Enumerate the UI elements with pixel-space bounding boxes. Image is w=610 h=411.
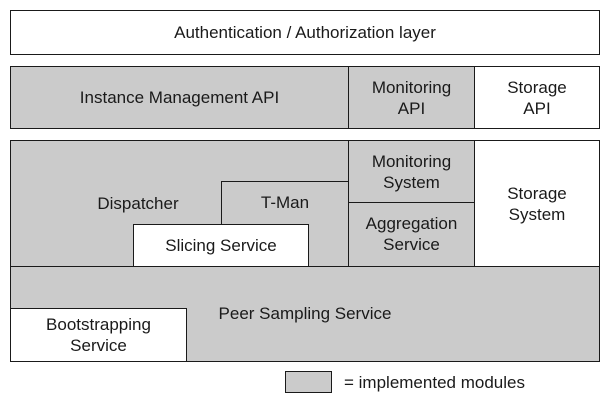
aggregation-service-box: Aggregation Service xyxy=(347,201,476,267)
storage-system-label: Storage System xyxy=(507,183,567,224)
peer-sampling-service-label: Peer Sampling Service xyxy=(218,304,392,323)
legend-label: = implemented modules xyxy=(344,373,525,392)
monitoring-system-box: Monitoring System xyxy=(347,140,476,203)
storage-api-label: Storage API xyxy=(507,77,567,118)
bootstrapping-service-box: Bootstrapping Service xyxy=(10,308,187,362)
legend-swatch xyxy=(285,371,332,393)
monitoring-system-label: Monitoring System xyxy=(371,151,452,192)
slicing-service-box: Slicing Service xyxy=(133,224,309,267)
instance-management-api-label: Instance Management API xyxy=(79,88,280,107)
bootstrapping-service-label: Bootstrapping Service xyxy=(46,314,151,355)
aggregation-service-label: Aggregation Service xyxy=(365,214,458,255)
instance-management-api-box: Instance Management API xyxy=(10,66,349,129)
auth-layer-label: Authentication / Authorization layer xyxy=(174,23,436,42)
auth-layer-box: Authentication / Authorization layer xyxy=(10,10,600,55)
tman-label: T-Man xyxy=(260,193,310,212)
slicing-service-label: Slicing Service xyxy=(165,236,277,255)
dispatcher-label: Dispatcher xyxy=(97,194,179,213)
storage-api-box: Storage API xyxy=(474,66,600,129)
storage-system-box: Storage System xyxy=(474,140,600,267)
monitoring-api-box: Monitoring API xyxy=(347,66,476,129)
monitoring-api-label: Monitoring API xyxy=(371,77,452,118)
